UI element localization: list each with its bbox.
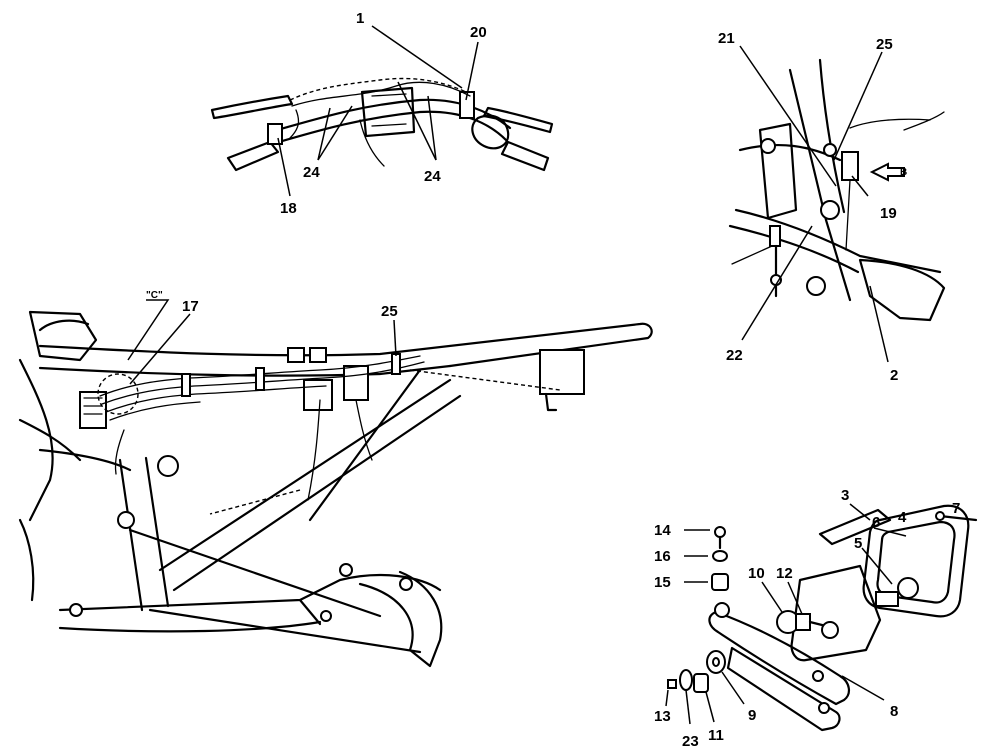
callout-15: 15 bbox=[654, 574, 671, 591]
callout-7: 7 bbox=[952, 500, 960, 517]
callout-18: 18 bbox=[280, 200, 297, 217]
callout-25-detail: 25 bbox=[876, 36, 893, 53]
callout-5: 5 bbox=[854, 535, 862, 552]
tail-light-assembly bbox=[667, 504, 978, 732]
callout-22: 22 bbox=[726, 347, 743, 364]
callout-1: 1 bbox=[356, 10, 364, 27]
callout-10: 10 bbox=[748, 565, 765, 582]
detail-leaders bbox=[739, 45, 889, 363]
rear-brake-switch-detail bbox=[728, 58, 946, 322]
callout-9: 9 bbox=[748, 707, 756, 724]
callout-8: 8 bbox=[890, 703, 898, 720]
callout-17: 17 bbox=[182, 298, 199, 315]
callout-12: 12 bbox=[776, 565, 793, 582]
callout-4: 4 bbox=[898, 509, 907, 526]
main-frame-harness bbox=[18, 310, 653, 668]
callout-3: 3 bbox=[841, 487, 849, 504]
callout-11: 11 bbox=[708, 727, 724, 744]
callout-19: 19 bbox=[880, 205, 897, 222]
frame-leaders bbox=[127, 299, 397, 385]
handlebar-leaders bbox=[277, 25, 479, 197]
callout-16: 16 bbox=[654, 548, 671, 565]
arrow-b-label: B bbox=[900, 167, 907, 178]
callout-23: 23 bbox=[682, 733, 699, 750]
callout-14: 14 bbox=[654, 522, 671, 539]
callout-2: 2 bbox=[890, 367, 898, 384]
callout-24-left: 24 bbox=[303, 164, 320, 181]
callout-20: 20 bbox=[470, 24, 487, 41]
callout-6: 6 bbox=[872, 514, 880, 531]
callout-21: 21 bbox=[718, 30, 735, 47]
callout-24-right: 24 bbox=[424, 168, 441, 185]
callout-13: 13 bbox=[654, 708, 671, 725]
handlebar-assembly bbox=[210, 77, 554, 172]
callout-c-detail: "C" bbox=[146, 290, 163, 301]
tail-light-leaders bbox=[665, 503, 907, 725]
callout-25-frame: 25 bbox=[381, 303, 398, 320]
